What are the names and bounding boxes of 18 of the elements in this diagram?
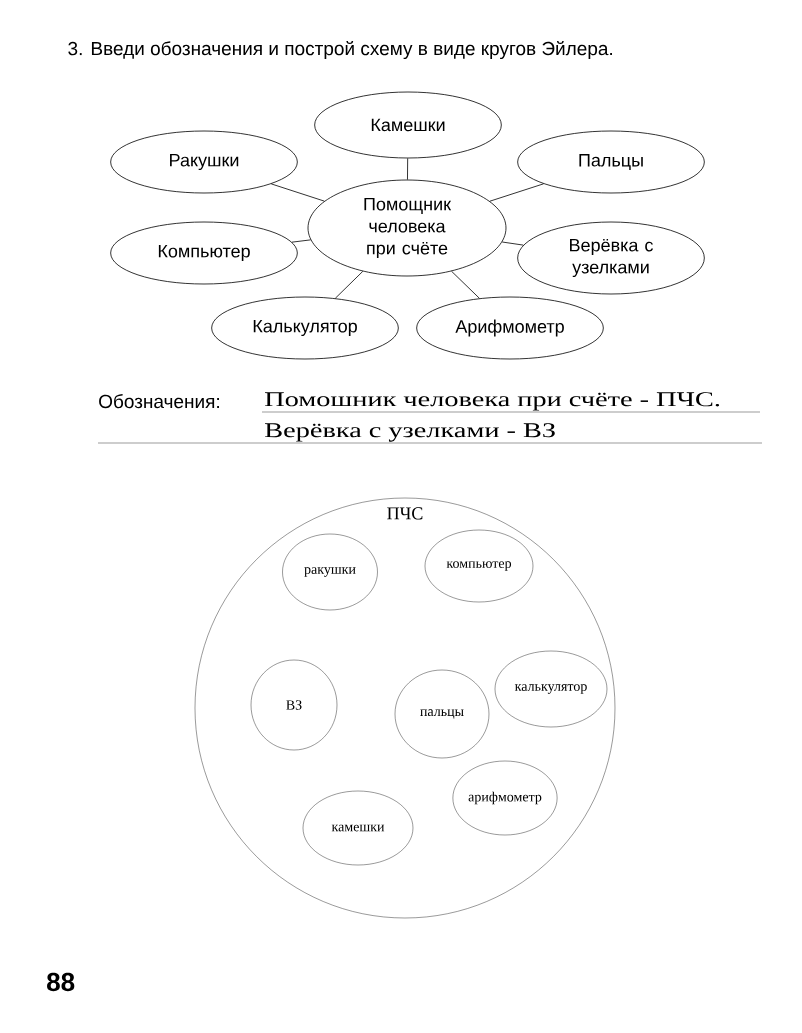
connector-line	[407, 158, 409, 180]
ellipse-node: Ракушки	[110, 130, 298, 194]
connector-line	[489, 183, 544, 202]
task-heading: 3. Введи обозначения и построй схему в виде кругов Эйлера.	[68, 41, 612, 59]
page-number: 88	[47, 972, 75, 992]
ellipse-node: Компьютер	[110, 221, 298, 285]
connector-line	[270, 183, 325, 202]
connector-line	[334, 270, 364, 299]
connector-line	[501, 241, 524, 246]
connector-line	[291, 239, 312, 243]
ellipse-node: Верёвка с узелками	[517, 221, 705, 295]
ellipse-node: Камешки	[314, 91, 502, 159]
connector-line	[451, 270, 480, 299]
legend-heading: Обозначения:	[99, 394, 219, 409]
ellipse-node: Арифмометр	[416, 296, 604, 360]
handwritten-answer: Помошник человека при счёте - ПЧС. Верёвка с узелками - ВЗ	[265, 392, 720, 442]
ellipse-node: Калькулятор	[211, 296, 399, 360]
ellipse-node: Пальцы	[517, 130, 705, 194]
